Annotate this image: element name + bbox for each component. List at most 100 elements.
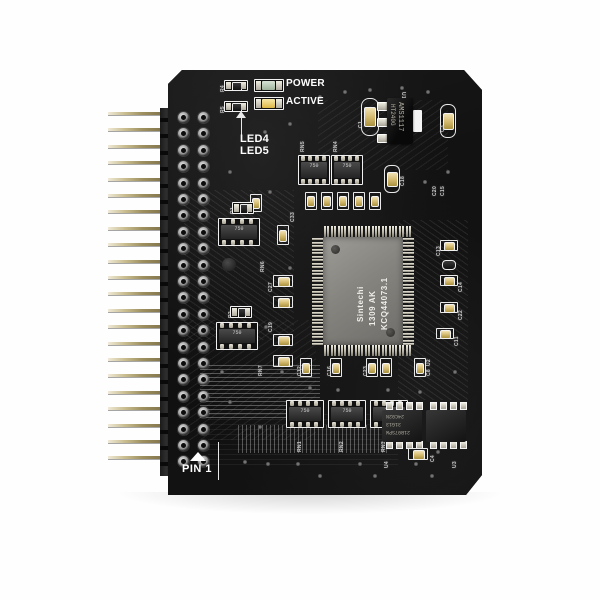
rn7-leg-b2 xyxy=(229,344,233,349)
cap-c18-label: C18 xyxy=(400,175,406,186)
connector-pad xyxy=(198,243,209,255)
soic-lead xyxy=(396,441,403,449)
pad-hole xyxy=(201,279,206,284)
rn5-leg-b2 xyxy=(308,179,312,184)
ic-lead xyxy=(312,294,323,296)
soic-lead xyxy=(406,402,413,410)
ic-lead xyxy=(312,241,323,244)
ic-lead xyxy=(388,345,391,356)
main-ic-line2: 1309 AK xyxy=(368,290,377,326)
rn4-leg-t1 xyxy=(334,156,338,161)
pad-hole xyxy=(201,393,206,399)
header-pin xyxy=(108,243,166,247)
active-label: ACTIVE xyxy=(286,96,324,107)
rn6-leg-b1 xyxy=(222,240,226,245)
pad-hole xyxy=(181,328,186,334)
header-pin xyxy=(108,358,166,361)
connector-pad xyxy=(198,259,209,271)
rn2-leg-t3 xyxy=(348,401,352,406)
led-power-term-right xyxy=(276,81,282,90)
main-ic-line3: KCQ44073.1 xyxy=(380,277,389,330)
header-body-notch xyxy=(160,462,174,467)
via xyxy=(296,462,300,466)
ic-lead xyxy=(312,336,323,338)
rn2-leg-b3 xyxy=(348,422,352,427)
ic-lead xyxy=(347,226,350,237)
ic-lead xyxy=(327,226,330,237)
ic-lead xyxy=(403,259,414,261)
pad-hole xyxy=(181,180,186,186)
pad-hole xyxy=(201,410,206,416)
connector-pad xyxy=(198,292,209,304)
cap-c20-label: C20 xyxy=(432,185,438,196)
pad-hole xyxy=(181,393,186,399)
ic-lead xyxy=(403,315,414,317)
cap-c12 xyxy=(300,358,312,377)
r5-term-left xyxy=(226,103,231,110)
header-pin xyxy=(108,112,166,115)
rn1-value: 750 xyxy=(300,408,310,414)
ic-lead xyxy=(344,226,347,237)
soic-lead xyxy=(430,441,437,449)
cap-c19-body xyxy=(278,336,290,346)
soic-lead xyxy=(440,402,447,410)
header-pin xyxy=(108,276,166,279)
connector-pad xyxy=(178,210,189,222)
ic-lead xyxy=(312,332,323,335)
cap-c13 xyxy=(440,240,458,251)
resistor-r2-pack xyxy=(230,306,252,318)
connector-pad xyxy=(198,210,209,222)
via xyxy=(430,474,434,478)
rn7-leg-b3 xyxy=(238,344,242,349)
ic-lead xyxy=(312,269,323,272)
cap-row-c-body xyxy=(339,196,347,207)
connector-pad xyxy=(198,374,209,386)
header-pin xyxy=(108,161,166,165)
soic-lead xyxy=(460,441,467,449)
ic-lead xyxy=(368,226,371,237)
ic-lead xyxy=(403,252,414,254)
rn6-leg-b3 xyxy=(240,240,244,245)
cap-c22-body xyxy=(444,304,455,313)
led5-label: LED5 xyxy=(240,145,269,157)
rn2-leg-b2 xyxy=(340,422,344,427)
via xyxy=(414,462,418,466)
rnet-rn7-label: RN7 xyxy=(258,365,264,376)
ic-lead xyxy=(402,345,405,356)
ic-lead xyxy=(395,345,398,356)
ic-lead xyxy=(402,226,405,237)
connector-pad xyxy=(198,456,209,468)
connector-pad xyxy=(178,440,189,451)
via xyxy=(243,460,247,464)
pad-hole xyxy=(201,180,206,186)
rn4-leg-t2 xyxy=(341,156,345,161)
soic-lead xyxy=(460,402,467,410)
led-active-chip xyxy=(262,99,275,108)
ic-lead xyxy=(361,226,364,237)
main-ic-pin1-dimple xyxy=(331,245,340,254)
rn5-leg-t2 xyxy=(308,156,312,161)
header-pin xyxy=(108,423,166,427)
header-body-notch xyxy=(160,200,174,204)
ic-lead xyxy=(403,283,414,286)
ic-lead xyxy=(312,273,323,275)
cap-c4-label: C4 xyxy=(430,455,436,462)
connector-pad xyxy=(178,374,189,386)
ic-lead xyxy=(403,336,414,338)
rnet-rn2: 750 xyxy=(328,400,366,428)
rnet-rn2-label: RN2 xyxy=(339,441,345,452)
cap-row-a-body xyxy=(307,196,315,207)
pad-hole xyxy=(201,147,206,153)
header-body-notch xyxy=(160,331,174,336)
ic-lead xyxy=(337,226,340,237)
ic-lead xyxy=(364,345,367,356)
pad-hole xyxy=(181,131,186,137)
connector-pad xyxy=(198,276,209,287)
connector-pad xyxy=(178,325,189,337)
ic-lead xyxy=(312,287,323,289)
via xyxy=(453,370,457,374)
via xyxy=(373,474,377,478)
soic-lead xyxy=(450,441,457,449)
ic-lead xyxy=(403,329,414,331)
diode-d3 xyxy=(442,260,456,270)
